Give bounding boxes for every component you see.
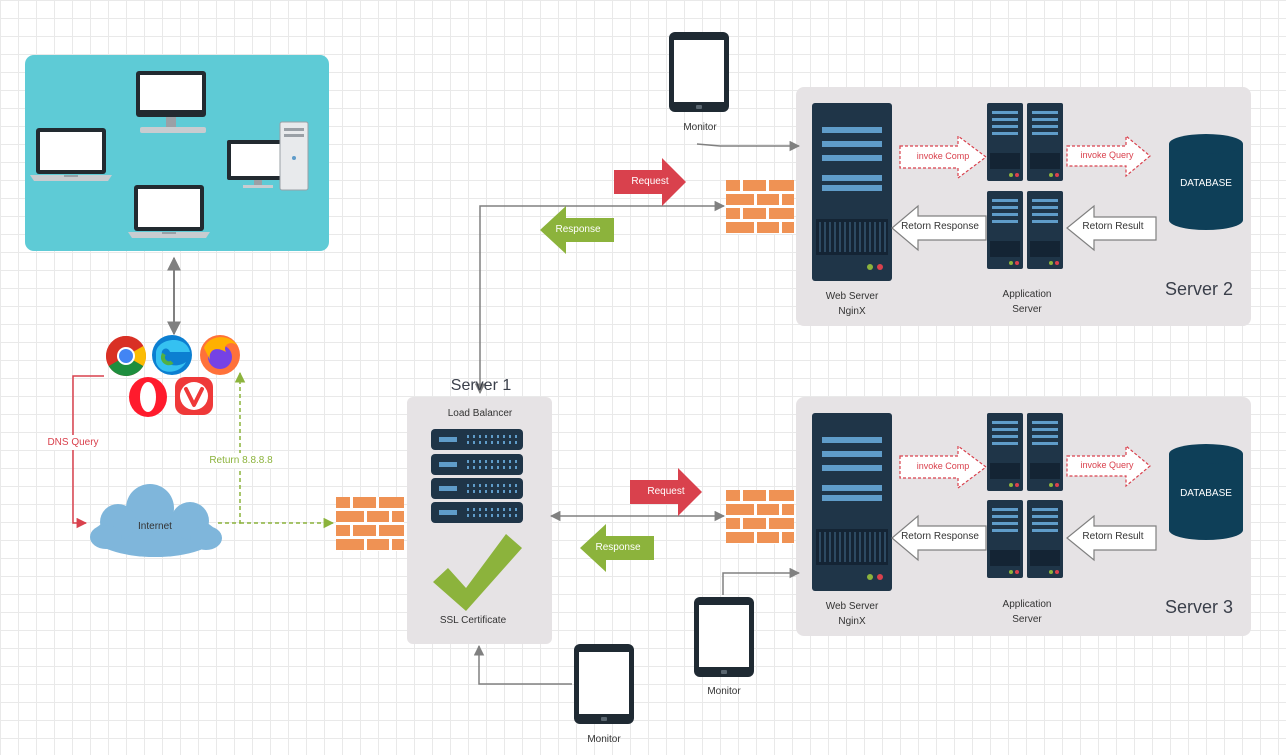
- database-icon: [1169, 134, 1243, 230]
- monitor-label: Monitor: [587, 734, 621, 745]
- monitor-server1-link: [473, 644, 572, 685]
- opera-icon: [129, 377, 167, 417]
- monitor-server3-link: [722, 567, 801, 595]
- retorn-response-arrow: [891, 514, 987, 562]
- dns-return-label: Return 8.8.8.8: [203, 453, 279, 468]
- request-label: Request: [647, 486, 685, 497]
- response-label: Response: [555, 224, 601, 235]
- laptop-icon: [128, 185, 210, 238]
- ssl-checkmark-icon: [433, 534, 522, 611]
- monitor-server2-link: [696, 140, 801, 152]
- ssl-certificate-label: SSL Certificate: [439, 615, 507, 626]
- retorn-response-arrow: [891, 204, 987, 252]
- desktop-tower-icon: [227, 121, 309, 191]
- database-icon: [1169, 444, 1243, 540]
- client-devices-panel: [25, 55, 329, 251]
- server3-title: Server 3: [1164, 597, 1234, 617]
- invoke-query-arrow: [1066, 444, 1151, 488]
- web-server-icon: [811, 412, 893, 592]
- laptop-icon: [30, 128, 112, 181]
- edge-icon: [152, 335, 192, 375]
- monitor-tablet-icon: [694, 597, 754, 677]
- desktop-monitor-icon: [136, 71, 206, 133]
- response-arrow-server3: [580, 524, 654, 572]
- response-arrow-server2: [540, 206, 614, 254]
- monitor-tablet-icon: [574, 644, 634, 724]
- load-balancer-label: Load Balancer: [447, 408, 513, 419]
- internet-label: Internet: [138, 521, 172, 532]
- retorn-response-label: Retorn Response: [901, 221, 979, 232]
- retorn-result-label: Retorn Result: [1082, 221, 1144, 232]
- web-server-label: Web Server NginX: [825, 291, 879, 317]
- retorn-result-label: Retorn Result: [1082, 531, 1144, 542]
- dns-query-label: DNS Query: [40, 435, 106, 450]
- request-arrow-server2: [614, 158, 686, 206]
- app-server-label: Application Server: [1002, 599, 1052, 625]
- monitor-label: Monitor: [683, 122, 717, 133]
- firewall-icon: [336, 497, 404, 551]
- invoke-comp-label: invoke Comp: [916, 151, 970, 161]
- chrome-icon: [106, 336, 146, 376]
- invoke-query-arrow: [1066, 134, 1151, 178]
- retorn-result-arrow: [1066, 514, 1157, 562]
- firewall-icon: [726, 180, 794, 234]
- invoke-comp-arrow: [899, 444, 987, 490]
- vivaldi-icon: [175, 377, 213, 415]
- invoke-query-label: invoke Query: [1080, 460, 1134, 470]
- retorn-response-label: Retorn Response: [901, 531, 979, 542]
- monitor-label: Monitor: [707, 686, 741, 697]
- firefox-icon: [200, 335, 240, 375]
- retorn-result-arrow: [1066, 204, 1157, 252]
- dns-return-path: [218, 371, 246, 524]
- server2-title: Server 2: [1164, 279, 1234, 299]
- internet-cloud-icon: [90, 484, 222, 557]
- response-label: Response: [595, 542, 641, 553]
- request-arrow-server3: [630, 468, 702, 516]
- monitor-tablet-icon: [669, 32, 729, 112]
- database-label: DATABASE: [1180, 178, 1232, 189]
- invoke-comp-label: invoke Comp: [916, 461, 970, 471]
- database-label: DATABASE: [1180, 488, 1232, 499]
- request-label: Request: [631, 176, 669, 187]
- web-server-icon: [811, 102, 893, 282]
- server1-title: Server 1: [450, 377, 512, 394]
- invoke-comp-arrow: [899, 134, 987, 180]
- invoke-query-label: invoke Query: [1080, 150, 1134, 160]
- firewall-icon: [726, 490, 794, 544]
- lb-server2-link: [474, 200, 726, 395]
- app-server-label: Application Server: [1002, 289, 1052, 315]
- web-server-label: Web Server NginX: [825, 601, 879, 627]
